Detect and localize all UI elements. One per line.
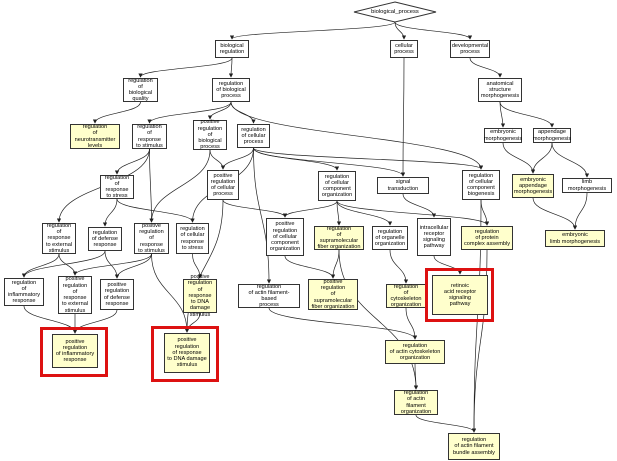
edge-regulation_of_biological_process-to-regulation_of_cellular_process (230, 101, 256, 124)
edge-regulation_of_supramolecular_fiber_organization-to-positive_regulation_of_supramolecular_fiber_organization (330, 249, 340, 279)
edge-positive_regulation_of_cellular_component_organization-to-positive_regulation_of_supramolecular_fiber_organization (284, 255, 336, 279)
edge-regulation_of_biological_process-to-positive_regulation_of_biological_process (207, 101, 232, 120)
edge-regulation_of_biological_process-to-regulation_of_response_to_stimulus (147, 101, 232, 124)
node-regulation-of-response-to-external-stimulus[interactable]: regulation of response to external stimu… (42, 223, 76, 254)
node-developmental-process[interactable]: developmental process (450, 40, 490, 58)
edge-positive_regulation_of_cellular_process-to-positive_regulation_of_cellular_component_organization (222, 199, 288, 218)
node-regulation-of-cellular-process[interactable]: regulation of cellular process (237, 124, 270, 148)
edge-regulation_of_cellular_process-to-regulation_of_cellular_component_biogenesis (253, 147, 484, 170)
edge-regulation_of_cellular_component_organization-to-positive_regulation_of_cellular_component_organization (282, 200, 338, 218)
node-regulation-of-actin-filament-based-process[interactable]: regulation of actin filament-based proce… (238, 284, 300, 308)
edge-positive_regulation_of_biological_process-to-positive_regulation_of_cellular_process (209, 149, 226, 170)
node-appendage-morphogenesis[interactable]: appendage morphogenesis (532, 128, 572, 143)
edge-embryonic_appendage_morphogenesis-to-embryonic_limb_morphogenesis (532, 197, 578, 230)
node-embryonic-appendage-morphogenesis[interactable]: embryonic appendage morphogenesis (512, 174, 554, 198)
edge-regulation_of_actin_filament_organization-to-regulation_of_actin_filament_bundle_assembly (415, 414, 477, 433)
node-regulation-of-organelle-organization[interactable]: regulation of organelle organization (372, 226, 408, 250)
edge-positive_regulation_of_biological_process-to-positive_regulation_of_response_to_stimulus (149, 149, 211, 223)
node-retinoic-acid-receptor-signaling-pathway[interactable]: retinoic acid receptor signaling pathway (432, 275, 488, 315)
node-limb-morphogenesis[interactable]: limb morphogenesis (562, 178, 612, 193)
edge-regulation_of_cellular_process-to-signal_transduction (253, 147, 406, 177)
edge-regulation_of_cellular_process-to-regulation_of_actin_filament_based_process (253, 147, 272, 284)
edge-signal_transduction-to-intracellular_receptor_signaling_pathway (402, 193, 437, 218)
node-regulation-of-biological-quality[interactable]: regulation of biological quality (123, 78, 158, 102)
edge-cellular_process-to-signal_transduction (400, 57, 406, 177)
edge-biological_regulation-to-regulation_of_biological_quality (138, 57, 233, 78)
edge-regulation_of_biological_process-to-regulation_of_cellular_component_biogenesis (230, 101, 484, 170)
edge-limb_morphogenesis-to-embryonic_limb_morphogenesis (572, 192, 588, 230)
node-regulation-of-supramolecular-fiber-organization[interactable]: regulation of supramolecular fiber organ… (314, 226, 364, 250)
node-embryonic-limb-morphogenesis[interactable]: embryonic limb morphogenesis (545, 230, 605, 247)
edge-regulation_of_organelle_organization-to-regulation_of_cytoskeleton_organization (389, 249, 409, 284)
node-biological-regulation[interactable]: biological regulation (215, 40, 249, 58)
node-regulation-of-biological-process[interactable]: regulation of biological process (212, 78, 250, 102)
edge-positive_regulation_of_response_to_stimulus-to-positive_regulation_of_defense_response (114, 253, 152, 279)
edge-regulation_of_supramolecular_fiber_organization-to-regulation_of_actin_filament_organization (338, 249, 419, 390)
edge-regulation_of_response_to_external_stimulus-to-regulation_of_inflammatory_response (21, 253, 60, 278)
edge-regulation_of_actin_filament_based_process-to-regulation_of_actin_cytoskeleton_organization (268, 307, 418, 340)
root-diamond[interactable] (353, 1, 437, 23)
node-regulation-of-cellular-response-to-stress[interactable]: regulation of cellular response to stres… (176, 223, 209, 254)
edge-anatomical_structure_morphogenesis-to-appendage_morphogenesis (499, 101, 555, 128)
edge-positive_regulation_of_response_to_stimulus-to-positive_regulation_of_response_to_DNA_damage_stimulus (151, 253, 190, 333)
edge-regulation_of_defense_response-to-regulation_of_inflammatory_response (21, 250, 106, 278)
node-intracellular-receptor-signaling-pathway[interactable]: intracellular receptor signaling pathway (417, 218, 451, 256)
node-positive-regulation-of-cellular-component-organization[interactable]: positive regulation of cellular componen… (266, 218, 304, 256)
edge-positive_regulation_of_response_to_DNA_damage_stimulus_top-to-positive_regulation_of_response_to_DNA_damage_stimulus (184, 312, 201, 333)
node-positive-regulation-of-response-to-DNA-damage-stimulus-upper[interactable]: positive regulation of response to DNA d… (183, 274, 217, 318)
node-signal-transduction[interactable]: signal transduction (377, 177, 429, 194)
node-regulation-of-cellular-component-biogenesis[interactable]: regulation of cellular component biogene… (462, 170, 500, 200)
edge-regulation_of_response_to_stimulus-to-regulation_of_response_to_stress (114, 148, 150, 175)
node-regulation-of-response-to-stimulus[interactable]: regulation of response to stimulus (132, 124, 167, 149)
edge-regulation_of_biological_quality-to-regulation_of_neurotransmitter_levels (92, 101, 141, 124)
edge-bp-to-developmental_process (394, 21, 473, 40)
edge-regulation_of_cellular_component_organization-to-regulation_of_supramolecular_fiber_organization (336, 200, 342, 226)
node-regulation-of-protein-complex-assembly[interactable]: regulation of protein complex assembly (461, 226, 513, 250)
node-positive-regulation-of-response-to-DNA-damage-stimulus[interactable]: positive regulation of response to DNA d… (164, 333, 210, 373)
edge-anatomical_structure_morphogenesis-to-embryonic_morphogenesis (499, 101, 506, 128)
node-positive-regulation-of-response-to-stimulus[interactable]: positive regulation of response to stimu… (134, 223, 169, 254)
edge-regulation_of_actin_cytoskeleton_organization-to-regulation_of_actin_filament_organization (413, 363, 419, 390)
edge-positive_regulation_of_response_to_stimulus-to-positive_regulation_of_response_to_external_stimulus (72, 253, 152, 276)
edge-intracellular_receptor_signaling_pathway-to-retinoic_acid_receptor_signaling_pathway (433, 255, 463, 275)
node-cellular-process[interactable]: cellular process (390, 40, 418, 58)
node-positive-regulation-of-inflammatory-response[interactable]: positive regulation of inflammatory resp… (52, 334, 98, 368)
edge-regulation_of_response_to_stress-to-regulation_of_defense_response (102, 198, 118, 227)
node-regulation-of-cytoskeleton-organization[interactable]: regulation of cytoskeleton organization (386, 284, 426, 308)
node-bp-label: biological_process (371, 9, 419, 15)
edge-regulation_of_cytoskeleton_organization-to-regulation_of_actin_cytoskeleton_organization (405, 307, 418, 340)
edge-bp-to-cellular_process (394, 21, 407, 40)
node-regulation-of-actin-filament-organization[interactable]: regulation of actin filament organizatio… (394, 390, 438, 415)
node-embryonic-morphogenesis[interactable]: embryonic morphogenesis (483, 128, 523, 143)
edge-regulation_of_cellular_response_to_stress-to-positive_regulation_of_response_to_DNA_damage_stimulus_top (192, 253, 203, 279)
node-regulation-of-actin-cytoskeleton-organization[interactable]: regulation of actin cytoskeleton organiz… (385, 340, 445, 364)
edge-regulation_of_response_to_stress-to-regulation_of_cellular_response_to_stress (116, 198, 195, 223)
node-anatomical-structure-morphogenesis[interactable]: anatomical structure morphogenesis (478, 78, 522, 102)
node-regulation-of-response-to-stress[interactable]: regulation of response to stress (100, 175, 134, 199)
edge-regulation_of_cellular_component_organization-to-regulation_of_organelle_organization (336, 200, 393, 226)
node-regulation-of-inflammatory-response[interactable]: regulation of inflammatory response (4, 278, 44, 306)
edge-regulation_of_response_to_external_stimulus-to-positive_regulation_of_response_to_external_stimulus (58, 253, 78, 276)
edge-regulation_of_cellular_component_organization-to-regulation_of_protein_complex_assembly (336, 200, 490, 226)
edge-embryonic_morphogenesis-to-embryonic_appendage_morphogenesis (502, 142, 536, 174)
node-positive-regulation-of-defense-response[interactable]: positive regulation of defense response (100, 279, 134, 310)
edge-biological_regulation-to-regulation_of_biological_process (228, 57, 234, 78)
node-regulation-of-cellular-component-organization[interactable]: regulation of cellular component organiz… (318, 171, 356, 201)
edge-regulation_of_response_to_stimulus-to-positive_regulation_of_response_to_stimulus (149, 148, 154, 223)
edge-appendage_morphogenesis-to-limb_morphogenesis (551, 142, 590, 178)
edge-bp-to-biological_regulation (229, 21, 396, 40)
node-positive-regulation-of-supramolecular-fiber-organization[interactable]: positive regulation of supramolecular fi… (308, 279, 358, 310)
edge-regulation_of_cellular_process-to-positive_regulation_of_cellular_process (220, 147, 254, 170)
edge-appendage_morphogenesis-to-embryonic_appendage_morphogenesis (530, 142, 553, 174)
node-regulation-of-neurotransmitter-levels[interactable]: regulation of neurotransmitter levels (70, 124, 120, 149)
edge-developmental_process-to-anatomical_structure_morphogenesis (469, 57, 503, 78)
node-regulation-of-defense-response[interactable]: regulation of defense response (88, 227, 122, 251)
edge-regulation_of_cellular_component_biogenesis-to-regulation_of_protein_complex_assembly (480, 199, 490, 226)
node-positive-regulation-of-biological-process[interactable]: positive regulation of biological proces… (193, 119, 227, 150)
node-positive-regulation-of-cellular-process[interactable]: positive regulation of cellular process (207, 170, 239, 200)
node-regulation-of-actin-filament-bundle-assembly[interactable]: regulation of actin filament bundle asse… (448, 433, 500, 460)
node-positive-regulation-of-response-to-external-stimulus[interactable]: positive regulation of response to exter… (58, 276, 92, 314)
